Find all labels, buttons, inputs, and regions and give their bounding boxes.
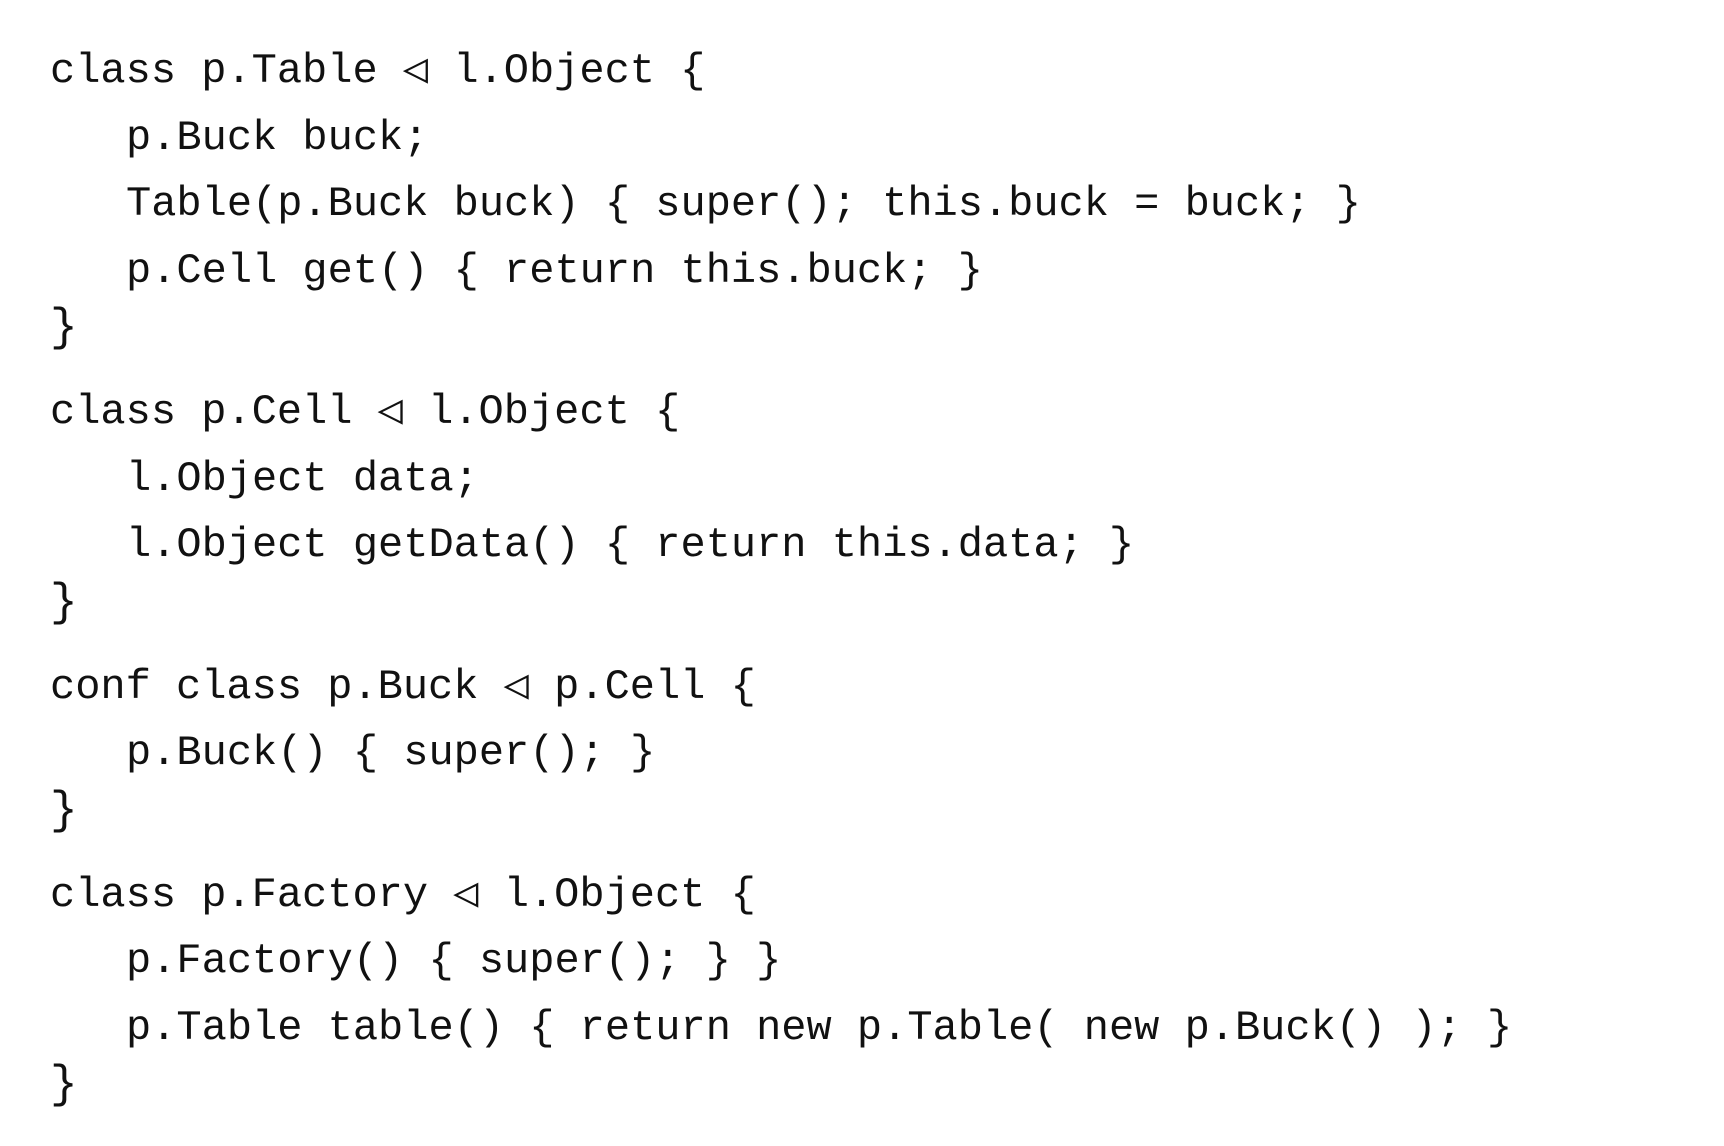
class-table-closer: }: [50, 302, 78, 354]
code-listing: class p.Table ◁ l.Object { p.Buck buck; …: [50, 38, 1690, 1109]
class-buck-header: conf class p.Buck ◁ p.Cell {: [50, 662, 756, 711]
method-get: p.Cell get() { return this.buck; }: [126, 246, 983, 295]
class-factory-header: class p.Factory ◁ l.Object {: [50, 870, 756, 919]
class-factory-closer: }: [50, 1059, 78, 1111]
buck-constructor: p.Buck() { super(); }: [126, 729, 656, 777]
field-data: l.Object data;: [126, 454, 479, 503]
method-table: p.Table table() { return new p.Table( ne…: [126, 1003, 1513, 1052]
class-cell-closer: }: [50, 576, 78, 629]
class-factory-block: class p.Factory ◁ l.Object { p.Factory()…: [50, 862, 1690, 1110]
field-buck: p.Buck buck;: [126, 113, 429, 162]
class-cell-header: class p.Cell ◁ l.Object {: [50, 388, 681, 436]
table-constructor: Table(p.Buck buck) { super(); this.buck …: [126, 180, 1362, 228]
class-buck-block: conf class p.Buck ◁ p.Cell { p.Buck() { …: [50, 654, 1690, 835]
factory-constructor: p.Factory() { super(); } }: [126, 937, 782, 985]
method-get-data: l.Object getData() { return this.data; }: [126, 521, 1135, 569]
class-buck-closer: }: [50, 784, 78, 837]
class-table-header: class p.Table ◁ l.Object {: [50, 47, 706, 95]
class-table-block: class p.Table ◁ l.Object { p.Buck buck; …: [50, 38, 1690, 352]
class-cell-block: class p.Cell ◁ l.Object { l.Object data;…: [50, 379, 1690, 627]
